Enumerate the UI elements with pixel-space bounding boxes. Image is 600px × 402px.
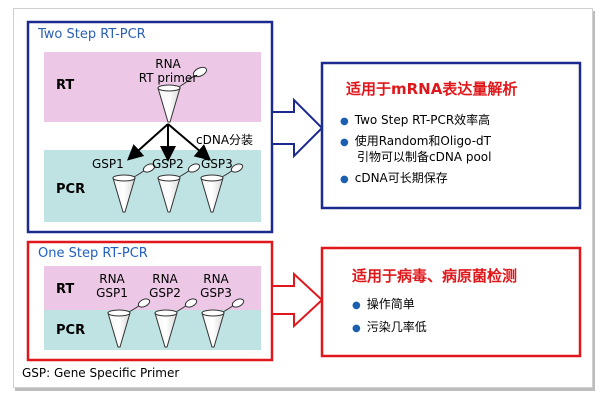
rna-label: RNA xyxy=(155,57,181,71)
two-step-heading: 适用于mRNA表达量解析 xyxy=(346,80,518,98)
two-step-bullet-2-cont: 引物可以制备cDNA pool xyxy=(357,150,492,164)
one-step-gsp3: GSP3 xyxy=(200,286,232,300)
bullet-dot-icon: ● xyxy=(352,300,361,311)
two-step-rt-tube xyxy=(157,66,208,123)
two-step-pcr-label: PCR xyxy=(56,182,86,197)
two-step-rt-band xyxy=(44,52,261,122)
footer-note: GSP: Gene Specific Primer xyxy=(22,366,180,380)
two-step-pcr-band xyxy=(44,150,261,222)
split-label: cDNA分装 xyxy=(196,133,254,147)
two-step-title: Two Step RT-PCR xyxy=(38,27,146,42)
rt-primer-label: RT primer xyxy=(138,71,198,85)
one-step-tubes xyxy=(107,298,245,348)
one-step-result-box xyxy=(320,246,582,358)
one-step-title: One Step RT-PCR xyxy=(38,246,148,261)
two-step-bullet-1: ●Two Step RT-PCR效率高 xyxy=(340,113,491,127)
one-step-arrow xyxy=(271,271,324,329)
two-step-bullet-3: ●cDNA可长期保存 xyxy=(340,171,448,185)
one-step-rna-2: RNA xyxy=(152,272,178,286)
two-step-result-box xyxy=(320,61,582,210)
bullet-dot-icon: ● xyxy=(340,174,349,185)
one-step-gsp2: GSP2 xyxy=(149,286,181,300)
outer-frame xyxy=(13,8,593,388)
two-step-rt-label: RT xyxy=(56,78,75,93)
one-step-rt-band xyxy=(44,266,261,310)
two-step-arrow xyxy=(271,97,324,159)
branch-arrows xyxy=(127,123,212,162)
two-step-bullet-2: ●使用Random和Oligo-dT xyxy=(340,134,491,148)
one-step-bullet-2: ●污染几率低 xyxy=(352,320,427,334)
bullet-dot-icon: ● xyxy=(340,116,349,127)
one-step-heading: 适用于病毒、病原菌检测 xyxy=(352,267,518,285)
one-step-gsp1: GSP1 xyxy=(96,286,128,300)
two-step-gsp3: GSP3 xyxy=(201,157,233,171)
two-step-gsp1: GSP1 xyxy=(92,157,124,171)
bullet-dot-icon: ● xyxy=(352,323,361,334)
one-step-bullet-1: ●操作简单 xyxy=(352,297,415,311)
bullet-dot-icon: ● xyxy=(340,137,349,148)
two-step-pcr-tubes xyxy=(112,163,244,213)
two-step-gsp2: GSP2 xyxy=(152,157,184,171)
one-step-pcr-label: PCR xyxy=(56,323,86,338)
one-step-rna-3: RNA xyxy=(203,272,229,286)
one-step-rt-label: RT xyxy=(56,282,75,297)
one-step-pcr-band xyxy=(44,310,261,350)
one-step-rna-1: RNA xyxy=(99,272,125,286)
